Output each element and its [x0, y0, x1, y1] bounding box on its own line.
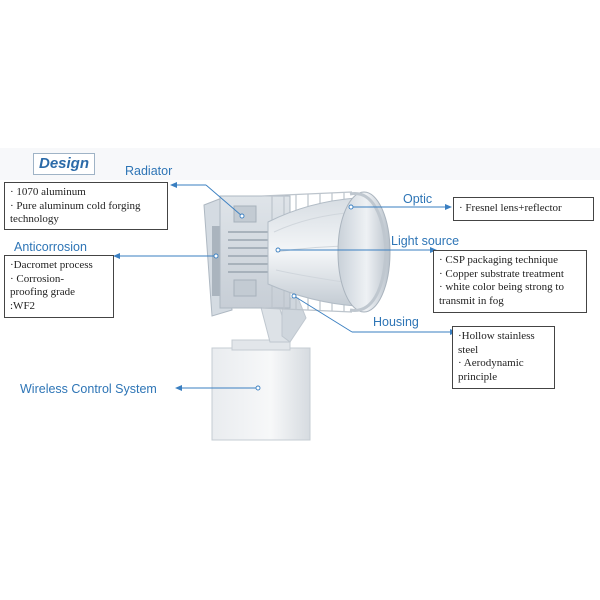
housing-label: Housing: [373, 315, 419, 329]
connector-dots: [213, 204, 354, 391]
optic-line: · Fresnel lens+reflector: [459, 202, 562, 214]
front-lens: [337, 191, 391, 313]
light-source-line: · CSP packaging technique: [439, 254, 559, 266]
optic-label: Optic: [403, 192, 433, 206]
anticorrosion-line: · Corrosion-: [10, 272, 65, 285]
wireless-control-label: Wireless Control System: [20, 382, 157, 396]
header-band: [0, 148, 600, 180]
anticorrosion-line: proofing grade: [10, 286, 76, 298]
light-source-line: transmit in fog: [439, 294, 504, 307]
radiator-line: technology: [10, 213, 59, 225]
optic-box: · Fresnel lens+reflector: [453, 197, 594, 221]
control-box: [211, 339, 311, 441]
radiator-box: · 1070 aluminum · Pure aluminum cold for…: [4, 182, 168, 230]
light-source-label: Light source: [391, 234, 460, 248]
anticorrosion-label: Anticorrosion: [14, 240, 87, 254]
light-source-box: · CSP packaging technique · Copper subst…: [433, 250, 587, 313]
design-title: Design: [33, 153, 95, 175]
housing-line: steel: [458, 343, 479, 356]
radiator-label: Radiator: [125, 164, 173, 178]
connector-lines: [117, 184, 452, 389]
light-source-line: · Copper substrate treatment: [439, 267, 564, 280]
housing-line: · Aerodynamic: [458, 357, 524, 369]
anticorrosion-box: ·Dacromet process · Corrosion- proofing …: [4, 255, 114, 318]
radiator-line: · Pure aluminum cold forging: [10, 199, 141, 212]
radiator-line: · 1070 aluminum: [10, 186, 86, 198]
anticorrosion-line: ·Dacromet process: [10, 259, 93, 271]
housing-line: ·Hollow stainless: [458, 330, 535, 342]
connector-arrows: [113, 182, 457, 391]
housing-line: principle: [458, 370, 498, 383]
housing-box: ·Hollow stainless steel · Aerodynamic pr…: [452, 326, 555, 389]
anticorrosion-line: :WF2: [10, 299, 36, 312]
light-source-line: · white color being strong to: [439, 281, 564, 293]
